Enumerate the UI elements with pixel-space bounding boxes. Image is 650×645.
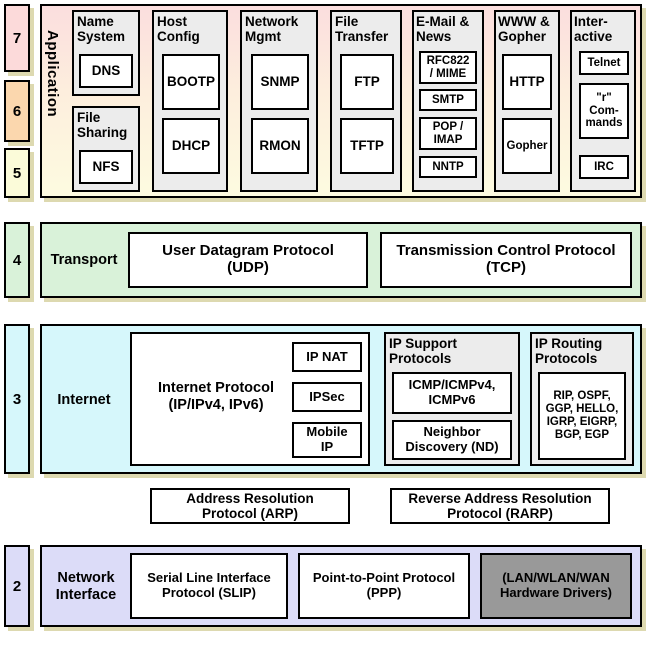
protocol-http-label: HTTP xyxy=(509,74,545,90)
protocol-smtp-label: SMTP xyxy=(432,93,464,106)
protocol-gopher: Gopher xyxy=(502,118,552,174)
protocol-udp-label: User Datagram Protocol(UDP) xyxy=(162,242,334,276)
protocol-routing-list: RIP, OSPF,GGP, HELLO,IGRP, EIGRP,BGP, EG… xyxy=(538,372,626,460)
protocol-tcp-label: Transmission Control Protocol(TCP) xyxy=(396,242,616,276)
protocol-telnet-label: Telnet xyxy=(587,56,621,69)
layer-number-6-label: 6 xyxy=(12,102,22,120)
protocol-rmon: RMON xyxy=(251,118,309,174)
layer-number-3-label: 3 xyxy=(12,390,22,408)
protocol-tftp-label: TFTP xyxy=(350,138,384,154)
layer-number-7-label: 7 xyxy=(12,29,22,47)
layer-number-6: 6 xyxy=(4,80,30,142)
protocol-dns-label: DNS xyxy=(91,63,121,79)
protocol-nntp: NNTP xyxy=(419,156,477,178)
protocol-smtp: SMTP xyxy=(419,89,477,111)
protocol-bootp-label: BOOTP xyxy=(166,74,215,90)
protocol-ipsec: IPSec xyxy=(292,382,362,412)
internet-layer-label: Internet xyxy=(57,392,111,408)
protocol-udp: User Datagram Protocol(UDP) xyxy=(128,232,368,288)
protocol-tcp: Transmission Control Protocol(TCP) xyxy=(380,232,632,288)
protocol-ip-label: Internet Protocol(IP/IPv4, IPv6) xyxy=(157,380,274,413)
protocol-nntp-label: NNTP xyxy=(432,160,464,173)
layer-number-2-label: 2 xyxy=(12,577,22,595)
protocol-ipsec-label: IPSec xyxy=(309,388,345,404)
layer-number-4: 4 xyxy=(4,222,30,298)
protocol-nfs: NFS xyxy=(79,150,133,184)
protocol-ip-nat-label: IP NAT xyxy=(306,348,348,364)
application-layer-label: Application xyxy=(44,30,61,118)
protocol-irc-label: IRC xyxy=(594,160,614,173)
layer-number-4-label: 4 xyxy=(12,251,22,269)
protocol-ftp: FTP xyxy=(340,54,394,110)
protocol-snmp: SNMP xyxy=(251,54,309,110)
protocol-ftp-label: FTP xyxy=(354,74,380,90)
layer-number-5: 5 xyxy=(4,148,30,198)
protocol-icmp-label: ICMP/ICMPv4,ICMPv6 xyxy=(408,377,496,407)
layer-number-2: 2 xyxy=(4,545,30,627)
group-interactive-title: Inter-active xyxy=(574,14,613,45)
protocol-rmon-label: RMON xyxy=(259,138,301,154)
protocol-nfs-label: NFS xyxy=(92,159,120,175)
protocol-r-commands: "r"Com-mands xyxy=(579,83,629,139)
protocol-irc: IRC xyxy=(579,155,629,179)
protocol-telnet: Telnet xyxy=(579,51,629,75)
protocol-http: HTTP xyxy=(502,54,552,110)
protocol-pop-imap-label: POP /IMAP xyxy=(432,120,464,146)
protocol-ppp-label: Point-to-Point Protocol(PPP) xyxy=(312,570,456,600)
group-www-gopher-title: WWW &Gopher xyxy=(498,14,550,45)
protocol-pop-imap: POP /IMAP xyxy=(419,117,477,150)
protocol-rfc822-mime-label: RFC822/ MIME xyxy=(426,54,470,80)
protocol-snmp-label: SNMP xyxy=(260,74,300,90)
protocol-gopher-label: Gopher xyxy=(506,139,548,152)
protocol-r-commands-label: "r"Com-mands xyxy=(585,91,623,130)
protocol-bootp: BOOTP xyxy=(162,54,220,110)
protocol-ip-nat: IP NAT xyxy=(292,342,362,372)
protocol-rfc822-mime: RFC822/ MIME xyxy=(419,51,477,84)
layer-number-5-label: 5 xyxy=(12,164,22,182)
protocol-tftp: TFTP xyxy=(340,118,394,174)
protocol-dhcp: DHCP xyxy=(162,118,220,174)
transport-layer-label: Transport xyxy=(50,252,118,268)
layer-number-3: 3 xyxy=(4,324,30,474)
protocol-icmp: ICMP/ICMPv4,ICMPv6 xyxy=(392,372,512,414)
protocol-ppp: Point-to-Point Protocol(PPP) xyxy=(298,553,470,619)
layer-number-7: 7 xyxy=(4,4,30,72)
protocol-routing-list-label: RIP, OSPF,GGP, HELLO,IGRP, EIGRP,BGP, EG… xyxy=(545,390,619,441)
protocol-dhcp-label: DHCP xyxy=(171,138,211,154)
group-email-news-title: E-Mail &News xyxy=(416,14,470,45)
protocol-dns: DNS xyxy=(79,54,133,88)
